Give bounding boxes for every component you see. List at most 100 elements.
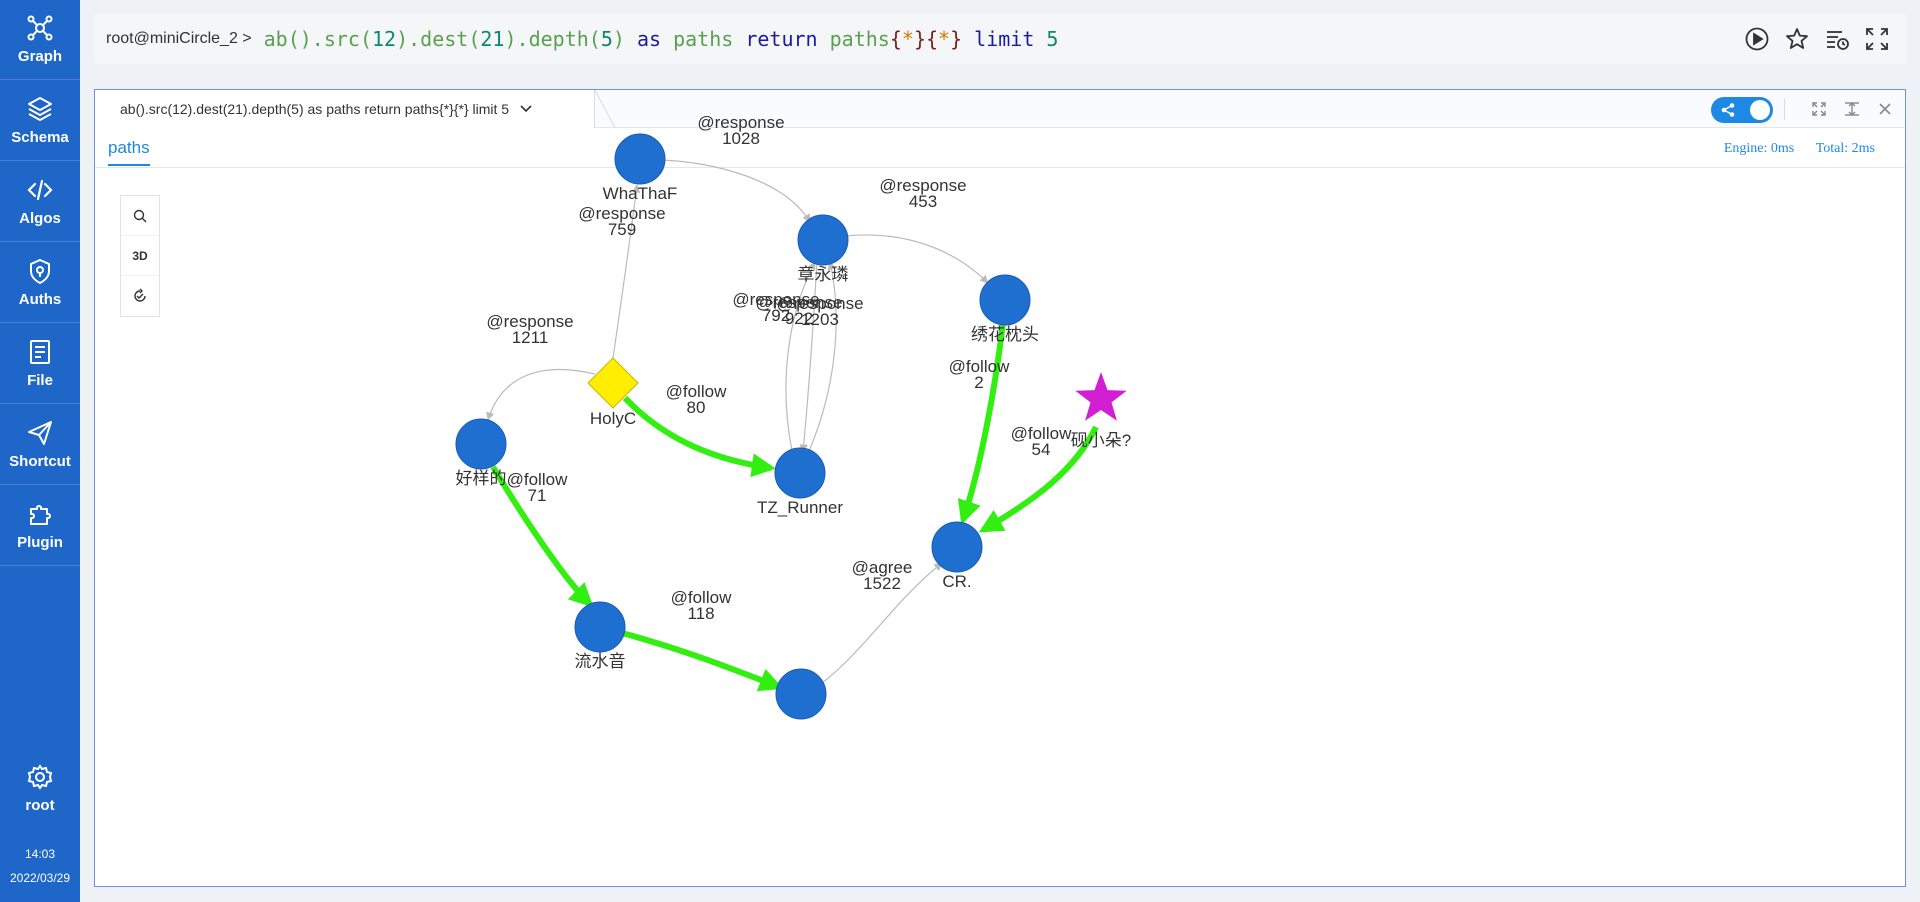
graph-node[interactable]	[979, 274, 1031, 326]
graph-canvas[interactable]: @response1028@response453@response759@re…	[95, 90, 1907, 888]
result-tab[interactable]: ab().src(12).dest(21).depth(5) as paths …	[95, 90, 595, 128]
graph-edge[interactable]	[622, 395, 776, 478]
query-token: as	[636, 27, 662, 51]
fullscreen-icon[interactable]	[1864, 26, 1890, 52]
chevron-down-icon[interactable]	[519, 102, 533, 116]
graph-node[interactable]	[775, 668, 827, 720]
graph-node[interactable]	[931, 521, 983, 573]
clock-date: 2022/03/29	[9, 871, 71, 885]
edge-value-label: 71	[528, 486, 547, 505]
graph-edge[interactable]	[612, 184, 641, 359]
edge-value-label: 80	[687, 398, 706, 417]
edge-type-label: @response	[732, 290, 819, 309]
graph-edge[interactable]	[490, 465, 594, 608]
edge-type-label: @agree	[852, 558, 913, 577]
sidebar-item-label: Schema	[11, 129, 69, 146]
graph-search-button[interactable]	[121, 196, 159, 236]
collapse-icon[interactable]	[1842, 99, 1862, 119]
sidebar-item-label: Shortcut	[9, 453, 71, 470]
graph-node[interactable]	[574, 601, 626, 653]
star-icon[interactable]	[1784, 26, 1810, 52]
history-icon[interactable]	[1824, 26, 1850, 52]
edge-type-label: @response	[879, 176, 966, 195]
graph-edge[interactable]	[808, 261, 837, 452]
query-token: paths	[817, 27, 890, 51]
sidebar-item-graph[interactable]: Graph	[0, 0, 80, 80]
query-token: )	[612, 27, 637, 51]
sidebar-item-algos[interactable]: Algos	[0, 162, 80, 242]
graph-reset-button[interactable]	[121, 276, 159, 316]
graph-edge[interactable]	[785, 261, 816, 452]
edge-type-label: @response	[578, 204, 665, 223]
query-actions	[1744, 26, 1890, 52]
reset-icon	[134, 288, 146, 302]
graph-edge[interactable]	[621, 630, 784, 692]
sidebar-item-auths[interactable]: Auths	[0, 243, 80, 323]
graph-edge[interactable]	[486, 369, 596, 421]
edge-value-label: 54	[1032, 440, 1051, 459]
node-label: HolyC	[590, 409, 636, 428]
edge-value-label: 118	[687, 604, 714, 623]
edge-type-label: @response	[697, 113, 784, 132]
edge-type-label: @response	[486, 312, 573, 331]
edge-value-label: 759	[608, 220, 636, 239]
close-icon[interactable]	[1875, 99, 1895, 119]
query-token: paths	[661, 27, 746, 51]
graph-node[interactable]	[797, 214, 849, 266]
graph-edge[interactable]	[799, 260, 818, 453]
edge-value-label: 1203	[801, 310, 839, 329]
graph-icon	[27, 15, 53, 41]
edge-value-label: 792	[762, 306, 790, 325]
query-token: }{	[913, 27, 939, 51]
toggle-knob	[1750, 100, 1770, 120]
sidebar-item-shortcut[interactable]: Shortcut	[0, 405, 80, 485]
gear-icon	[27, 763, 53, 790]
graph-edge[interactable]	[844, 234, 989, 284]
graph-mode-toggle[interactable]	[1711, 97, 1773, 123]
play-icon[interactable]	[1744, 26, 1770, 52]
edge-type-label: @follow	[666, 382, 727, 401]
node-label: TZ_Runner	[757, 498, 843, 517]
graph-3d-label: 3D	[132, 248, 148, 263]
graph-node-end[interactable]	[1075, 372, 1127, 421]
graph-node[interactable]	[455, 418, 507, 470]
sidebar-item-schema[interactable]: Schema	[0, 81, 80, 161]
timing-stats: Engine: 0ms Total: 2ms	[1706, 141, 1875, 157]
graph-edge[interactable]	[660, 159, 811, 223]
edge-type-label: @response	[755, 293, 842, 312]
graph-node-start[interactable]	[587, 357, 639, 409]
query-token: 21	[480, 27, 505, 51]
graph-node[interactable]	[614, 133, 666, 185]
send-icon	[28, 421, 52, 445]
node-label: 砚小朵?	[1071, 431, 1131, 450]
sidebar-item-label: Algos	[19, 210, 61, 227]
sidebar-item-plugin[interactable]: Plugin	[0, 486, 80, 566]
graph-edge[interactable]	[820, 562, 943, 685]
query-token: }	[950, 27, 963, 51]
expand-icon[interactable]	[1809, 99, 1829, 119]
edge-value-label: 453	[909, 192, 937, 211]
code-icon	[27, 179, 53, 201]
sub-tab-strip: paths Engine: 0ms Total: 2ms	[95, 128, 1905, 168]
result-tab-strip: ab().src(12).dest(21).depth(5) as paths …	[95, 90, 1905, 128]
query-input[interactable]: ab().src(12).dest(21).depth(5) as paths …	[264, 27, 1744, 51]
graph-toolbar: 3D	[120, 195, 160, 317]
query-token: *	[901, 27, 914, 51]
sidebar-item-label: root	[25, 796, 55, 814]
graph-3d-button[interactable]: 3D	[121, 236, 159, 276]
graph-edge[interactable]	[978, 425, 1099, 533]
graph-node[interactable]	[774, 447, 826, 499]
edge-value-label: 1522	[863, 574, 901, 593]
sidebar-item-file[interactable]: File	[0, 324, 80, 404]
query-token: ).dest(	[396, 27, 481, 51]
sidebar: Graph Schema Algos Auths File Shortcut	[0, 0, 80, 902]
edge-value-label: 922	[785, 309, 813, 328]
query-token: 5	[600, 27, 613, 51]
sidebar-item-label: Plugin	[17, 534, 63, 551]
graph-edge[interactable]	[957, 322, 1006, 525]
tab-paths[interactable]: paths	[108, 138, 150, 166]
node-label: 流水音	[575, 652, 626, 671]
node-label: 绣花枕头	[971, 325, 1039, 344]
sidebar-item-root[interactable]: root	[0, 756, 80, 820]
edge-type-label: @follow	[507, 470, 568, 489]
